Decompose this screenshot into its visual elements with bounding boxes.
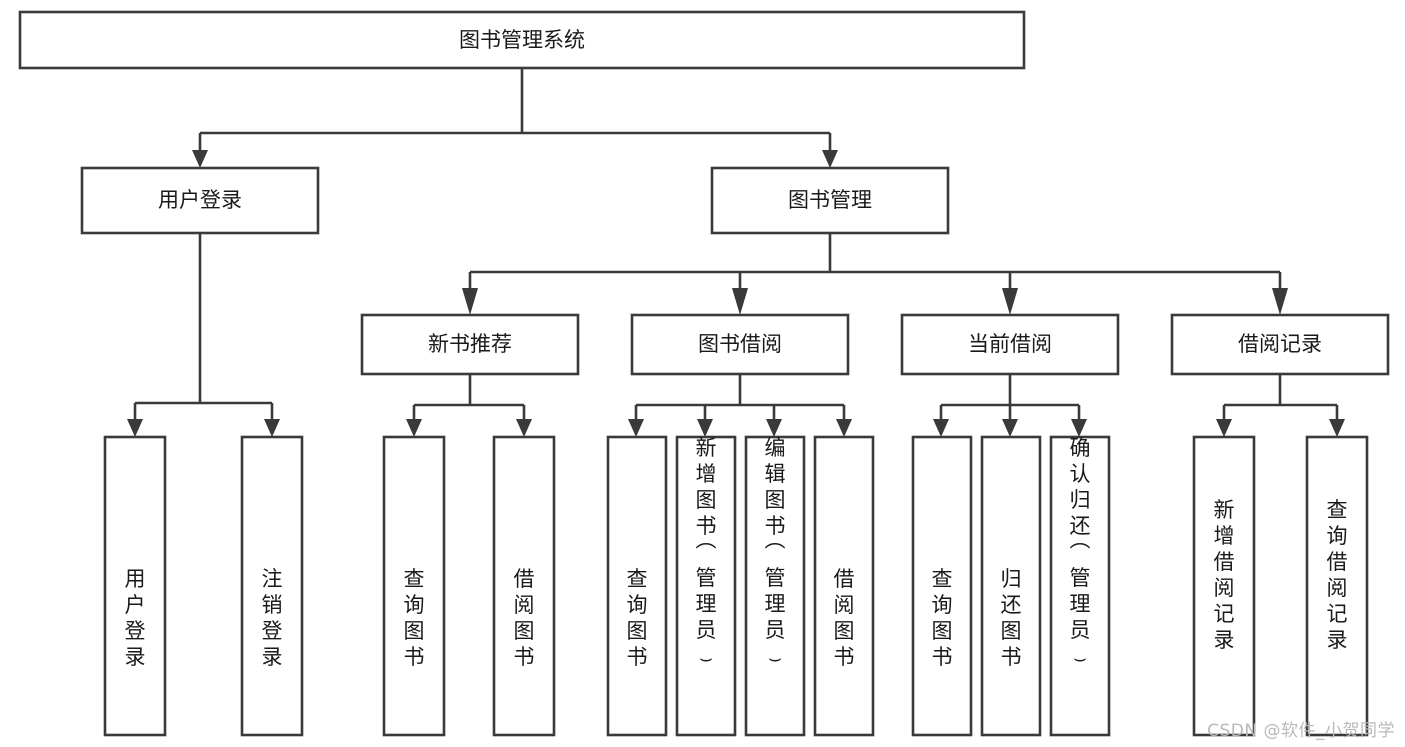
leaf-borrow-book-2-label: 借阅图书 bbox=[834, 567, 855, 669]
arrow-head-leaf-query-book-1 bbox=[406, 419, 422, 437]
arrow-head-leaf-add-record bbox=[1216, 419, 1232, 437]
leaf-query-book-3-label: 查询图书 bbox=[932, 567, 953, 669]
node-root-box[interactable] bbox=[18, 10, 1026, 70]
node-book-borrow[interactable]: 图书借阅 bbox=[630, 313, 850, 376]
node-current-borrow[interactable]: 当前借阅 bbox=[900, 313, 1120, 376]
leaf-add-book[interactable]: 新增图书⌒管理员⌣ bbox=[675, 435, 737, 737]
node-user-login-label: 用户登录 bbox=[158, 188, 242, 212]
arrow-head-leaf-query-book-2 bbox=[628, 419, 644, 437]
node-book-management-box[interactable] bbox=[710, 166, 950, 235]
node-user-login-box[interactable] bbox=[80, 166, 320, 235]
leaf-user-login-box[interactable] bbox=[103, 435, 167, 737]
arrow-head-leaf-query-book-3 bbox=[933, 419, 949, 437]
leaf-query-record-box[interactable] bbox=[1305, 435, 1369, 737]
node-book-borrow-box[interactable] bbox=[630, 313, 850, 376]
leaf-query-book-1-box[interactable] bbox=[382, 435, 446, 737]
leaf-add-book-box[interactable] bbox=[675, 435, 737, 737]
leaf-borrow-book-1[interactable]: 借阅图书 bbox=[492, 435, 556, 737]
arrow-head-borrow-record bbox=[1272, 288, 1288, 315]
leaf-add-record[interactable]: 新增借阅记录 bbox=[1192, 435, 1256, 737]
arrow-head-new-book-recommend bbox=[462, 288, 478, 315]
arrow-head-leaf-borrow-book-1 bbox=[516, 419, 532, 437]
arrow-head-leaf-return-book bbox=[1002, 419, 1018, 437]
leaf-query-book-2[interactable]: 查询图书 bbox=[606, 435, 668, 737]
leaf-return-book-label: 归还图书 bbox=[1001, 567, 1022, 669]
leaf-query-record-label: 查询借阅记录 bbox=[1327, 498, 1348, 652]
leaf-user-login-label: 用户登录 bbox=[125, 567, 146, 669]
node-borrow-record-box[interactable] bbox=[1170, 313, 1390, 376]
leaf-add-record-box[interactable] bbox=[1192, 435, 1256, 737]
node-new-book-recommend-box[interactable] bbox=[360, 313, 580, 376]
arrow-head-leaf-edit-book bbox=[766, 419, 782, 437]
node-book-borrow-label: 图书借阅 bbox=[698, 332, 782, 356]
node-book-management[interactable]: 图书管理 bbox=[710, 166, 950, 235]
arrow-head-book-borrow bbox=[732, 288, 748, 315]
leaf-confirm-return-box[interactable] bbox=[1049, 435, 1111, 737]
arrow-head-leaf-query-record bbox=[1329, 419, 1345, 437]
arrow-head-current-borrow bbox=[1002, 288, 1018, 315]
leaf-query-book-2-box[interactable] bbox=[606, 435, 668, 737]
leaf-query-book-3[interactable]: 查询图书 bbox=[911, 435, 973, 737]
leaf-edit-book[interactable]: 编辑图书⌒管理员⌣ bbox=[744, 435, 806, 737]
leaf-query-book-2-label: 查询图书 bbox=[627, 567, 648, 669]
node-current-borrow-label: 当前借阅 bbox=[968, 332, 1052, 356]
node-new-book-recommend[interactable]: 新书推荐 bbox=[360, 313, 580, 376]
arrow-head-leaf-user-login bbox=[127, 419, 143, 437]
node-root[interactable]: 图书管理系统 bbox=[18, 10, 1026, 70]
leaf-borrow-book-1-label: 借阅图书 bbox=[514, 567, 535, 669]
leaf-edit-book-label: 编辑图书⌒管理员⌣ bbox=[765, 436, 786, 670]
node-borrow-record[interactable]: 借阅记录 bbox=[1170, 313, 1390, 376]
connector-layer bbox=[127, 68, 1345, 437]
csdn-watermark: CSDN @软件_小贺同学 bbox=[1207, 721, 1395, 741]
leaf-query-book-3-box[interactable] bbox=[911, 435, 973, 737]
arrow-head-leaf-logout-login bbox=[264, 419, 280, 437]
leaf-query-book-1[interactable]: 查询图书 bbox=[382, 435, 446, 737]
arrow-head-book-management bbox=[822, 150, 838, 168]
node-user-login[interactable]: 用户登录 bbox=[80, 166, 320, 235]
node-book-management-label: 图书管理 bbox=[788, 188, 872, 212]
node-current-borrow-box[interactable] bbox=[900, 313, 1120, 376]
leaf-logout-login-label: 注销登录 bbox=[262, 567, 283, 669]
arrow-head-leaf-borrow-book-2 bbox=[836, 419, 852, 437]
leaf-user-login[interactable]: 用户登录 bbox=[103, 435, 167, 737]
arrow-head-leaf-confirm-return bbox=[1071, 419, 1087, 437]
leaf-add-record-label: 新增借阅记录 bbox=[1214, 498, 1235, 652]
leaf-borrow-book-2-box[interactable] bbox=[813, 435, 875, 737]
leaf-borrow-book-2[interactable]: 借阅图书 bbox=[813, 435, 875, 737]
leaf-return-book-box[interactable] bbox=[980, 435, 1042, 737]
leaf-query-record[interactable]: 查询借阅记录 bbox=[1305, 435, 1369, 737]
leaf-query-book-1-label: 查询图书 bbox=[404, 567, 425, 669]
node-root-label: 图书管理系统 bbox=[459, 28, 585, 52]
leaf-add-book-label: 新增图书⌒管理员⌣ bbox=[696, 436, 717, 670]
leaf-return-book[interactable]: 归还图书 bbox=[980, 435, 1042, 737]
arrow-head-leaf-add-book bbox=[697, 419, 713, 437]
arrow-head-user-login bbox=[192, 150, 208, 168]
leaf-logout-login[interactable]: 注销登录 bbox=[240, 435, 304, 737]
node-borrow-record-label: 借阅记录 bbox=[1238, 332, 1322, 356]
leaf-confirm-return-label: 确认归还⌒管理员⌣ bbox=[1070, 436, 1091, 670]
leaf-logout-login-box[interactable] bbox=[240, 435, 304, 737]
leaf-edit-book-box[interactable] bbox=[744, 435, 806, 737]
node-new-book-recommend-label: 新书推荐 bbox=[428, 332, 512, 356]
leaf-confirm-return[interactable]: 确认归还⌒管理员⌣ bbox=[1049, 435, 1111, 737]
leaf-borrow-book-1-box[interactable] bbox=[492, 435, 556, 737]
